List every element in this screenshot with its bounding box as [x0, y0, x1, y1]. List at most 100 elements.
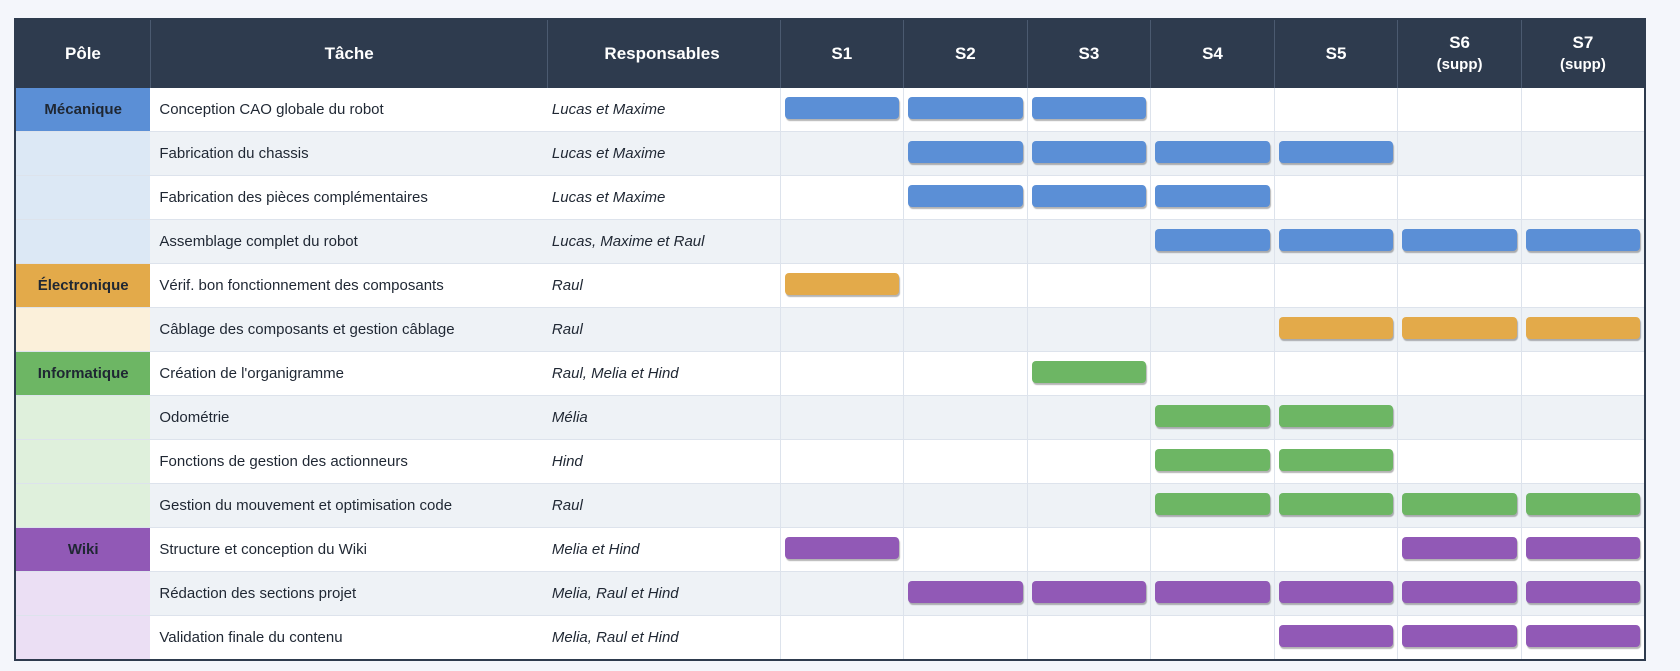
task-name: Création de l'organigramme [150, 351, 548, 396]
week-cell [779, 615, 904, 660]
week-cell [779, 571, 904, 616]
week-cell [1397, 439, 1522, 484]
week-cell [903, 175, 1028, 220]
week-cell [1026, 351, 1151, 396]
pole-cell [15, 307, 151, 352]
gantt-bar [1402, 581, 1517, 603]
gantt-bar [1278, 493, 1394, 515]
task-responsables: Raul [547, 263, 780, 308]
week-label: S2 [954, 43, 976, 63]
week-cell [1520, 483, 1645, 528]
header-week-2: S2 [903, 19, 1028, 88]
pole-cell: Informatique [15, 351, 151, 396]
week-cell [779, 175, 904, 220]
week-cell [903, 527, 1028, 572]
pole-cell [15, 571, 151, 616]
week-cell [1273, 395, 1398, 440]
week-cell [1026, 131, 1151, 176]
gantt-bar [1155, 493, 1270, 515]
week-cell [1026, 88, 1151, 132]
task-responsables: Melia, Raul et Hind [547, 571, 780, 616]
gantt-bar [1278, 625, 1394, 647]
week-cell [1273, 263, 1398, 308]
week-cell [1150, 307, 1275, 352]
week-label: S3 [1078, 43, 1100, 63]
task-name: Fonctions de gestion des actionneurs [150, 439, 548, 484]
week-cell [1273, 219, 1398, 264]
week-cell [903, 615, 1028, 660]
gantt-bar [1525, 229, 1640, 251]
task-responsables: Raul [547, 307, 780, 352]
week-cell [779, 527, 904, 572]
task-responsables: Raul, Melia et Hind [547, 351, 780, 396]
week-cell [1397, 615, 1522, 660]
gantt-bar [1031, 141, 1147, 163]
week-cell [1150, 483, 1275, 528]
gantt-bar [908, 97, 1023, 119]
week-cell [1520, 439, 1645, 484]
task-responsables: Hind [547, 439, 780, 484]
task-name: Structure et conception du Wiki [150, 527, 548, 572]
week-cell [1026, 175, 1151, 220]
gantt-bar [1525, 493, 1640, 515]
pole-cell [15, 175, 151, 220]
gantt-bar [1155, 405, 1270, 427]
gantt-bar [1278, 405, 1394, 427]
gantt-bar [1402, 537, 1517, 559]
pole-cell: Mécanique [15, 88, 151, 132]
week-cell [779, 263, 904, 308]
week-cell [779, 483, 904, 528]
gantt-bar [1278, 581, 1394, 603]
week-cell [779, 88, 904, 132]
week-cell [1150, 175, 1275, 220]
week-cell [1273, 527, 1398, 572]
gantt-bar [1031, 97, 1147, 119]
week-cell [903, 219, 1028, 264]
gantt-bar [1402, 317, 1517, 339]
gantt-bar [908, 581, 1023, 603]
week-cell [779, 395, 904, 440]
week-label: S1 [831, 43, 853, 63]
task-responsables: Lucas, Maxime et Raul [547, 219, 780, 264]
table-row: Câblage des composants et gestion câblag… [15, 307, 1645, 352]
gantt-bar [1155, 581, 1270, 603]
week-cell [903, 395, 1028, 440]
header-week-5: S5 [1274, 19, 1399, 88]
week-sub-label: (supp) [1560, 56, 1606, 74]
week-cell [1520, 395, 1645, 440]
task-responsables: Melia et Hind [547, 527, 780, 572]
week-sub-label: (supp) [1436, 56, 1483, 74]
gantt-bar [1525, 625, 1640, 647]
gantt-bar [1155, 229, 1270, 251]
week-cell [1026, 615, 1151, 660]
week-cell [1273, 483, 1398, 528]
week-cell [1397, 307, 1522, 352]
gantt-bar [784, 273, 900, 295]
task-name: Gestion du mouvement et optimisation cod… [150, 483, 548, 528]
week-cell [903, 88, 1028, 132]
week-cell [1150, 263, 1275, 308]
task-name: Vérif. bon fonctionnement des composants [150, 263, 548, 308]
task-responsables: Lucas et Maxime [547, 88, 780, 132]
week-cell [1150, 571, 1275, 616]
week-cell [1520, 307, 1645, 352]
task-responsables: Raul [547, 483, 780, 528]
week-cell [903, 263, 1028, 308]
week-cell [1273, 615, 1398, 660]
week-cell [1520, 131, 1645, 176]
header-responsables: Responsables [547, 19, 781, 88]
week-cell [1397, 571, 1522, 616]
week-cell [779, 351, 904, 396]
week-cell [1397, 527, 1522, 572]
gantt-bar [784, 97, 900, 119]
week-label: S6 [1449, 33, 1470, 53]
task-name: Fabrication du chassis [150, 131, 548, 176]
